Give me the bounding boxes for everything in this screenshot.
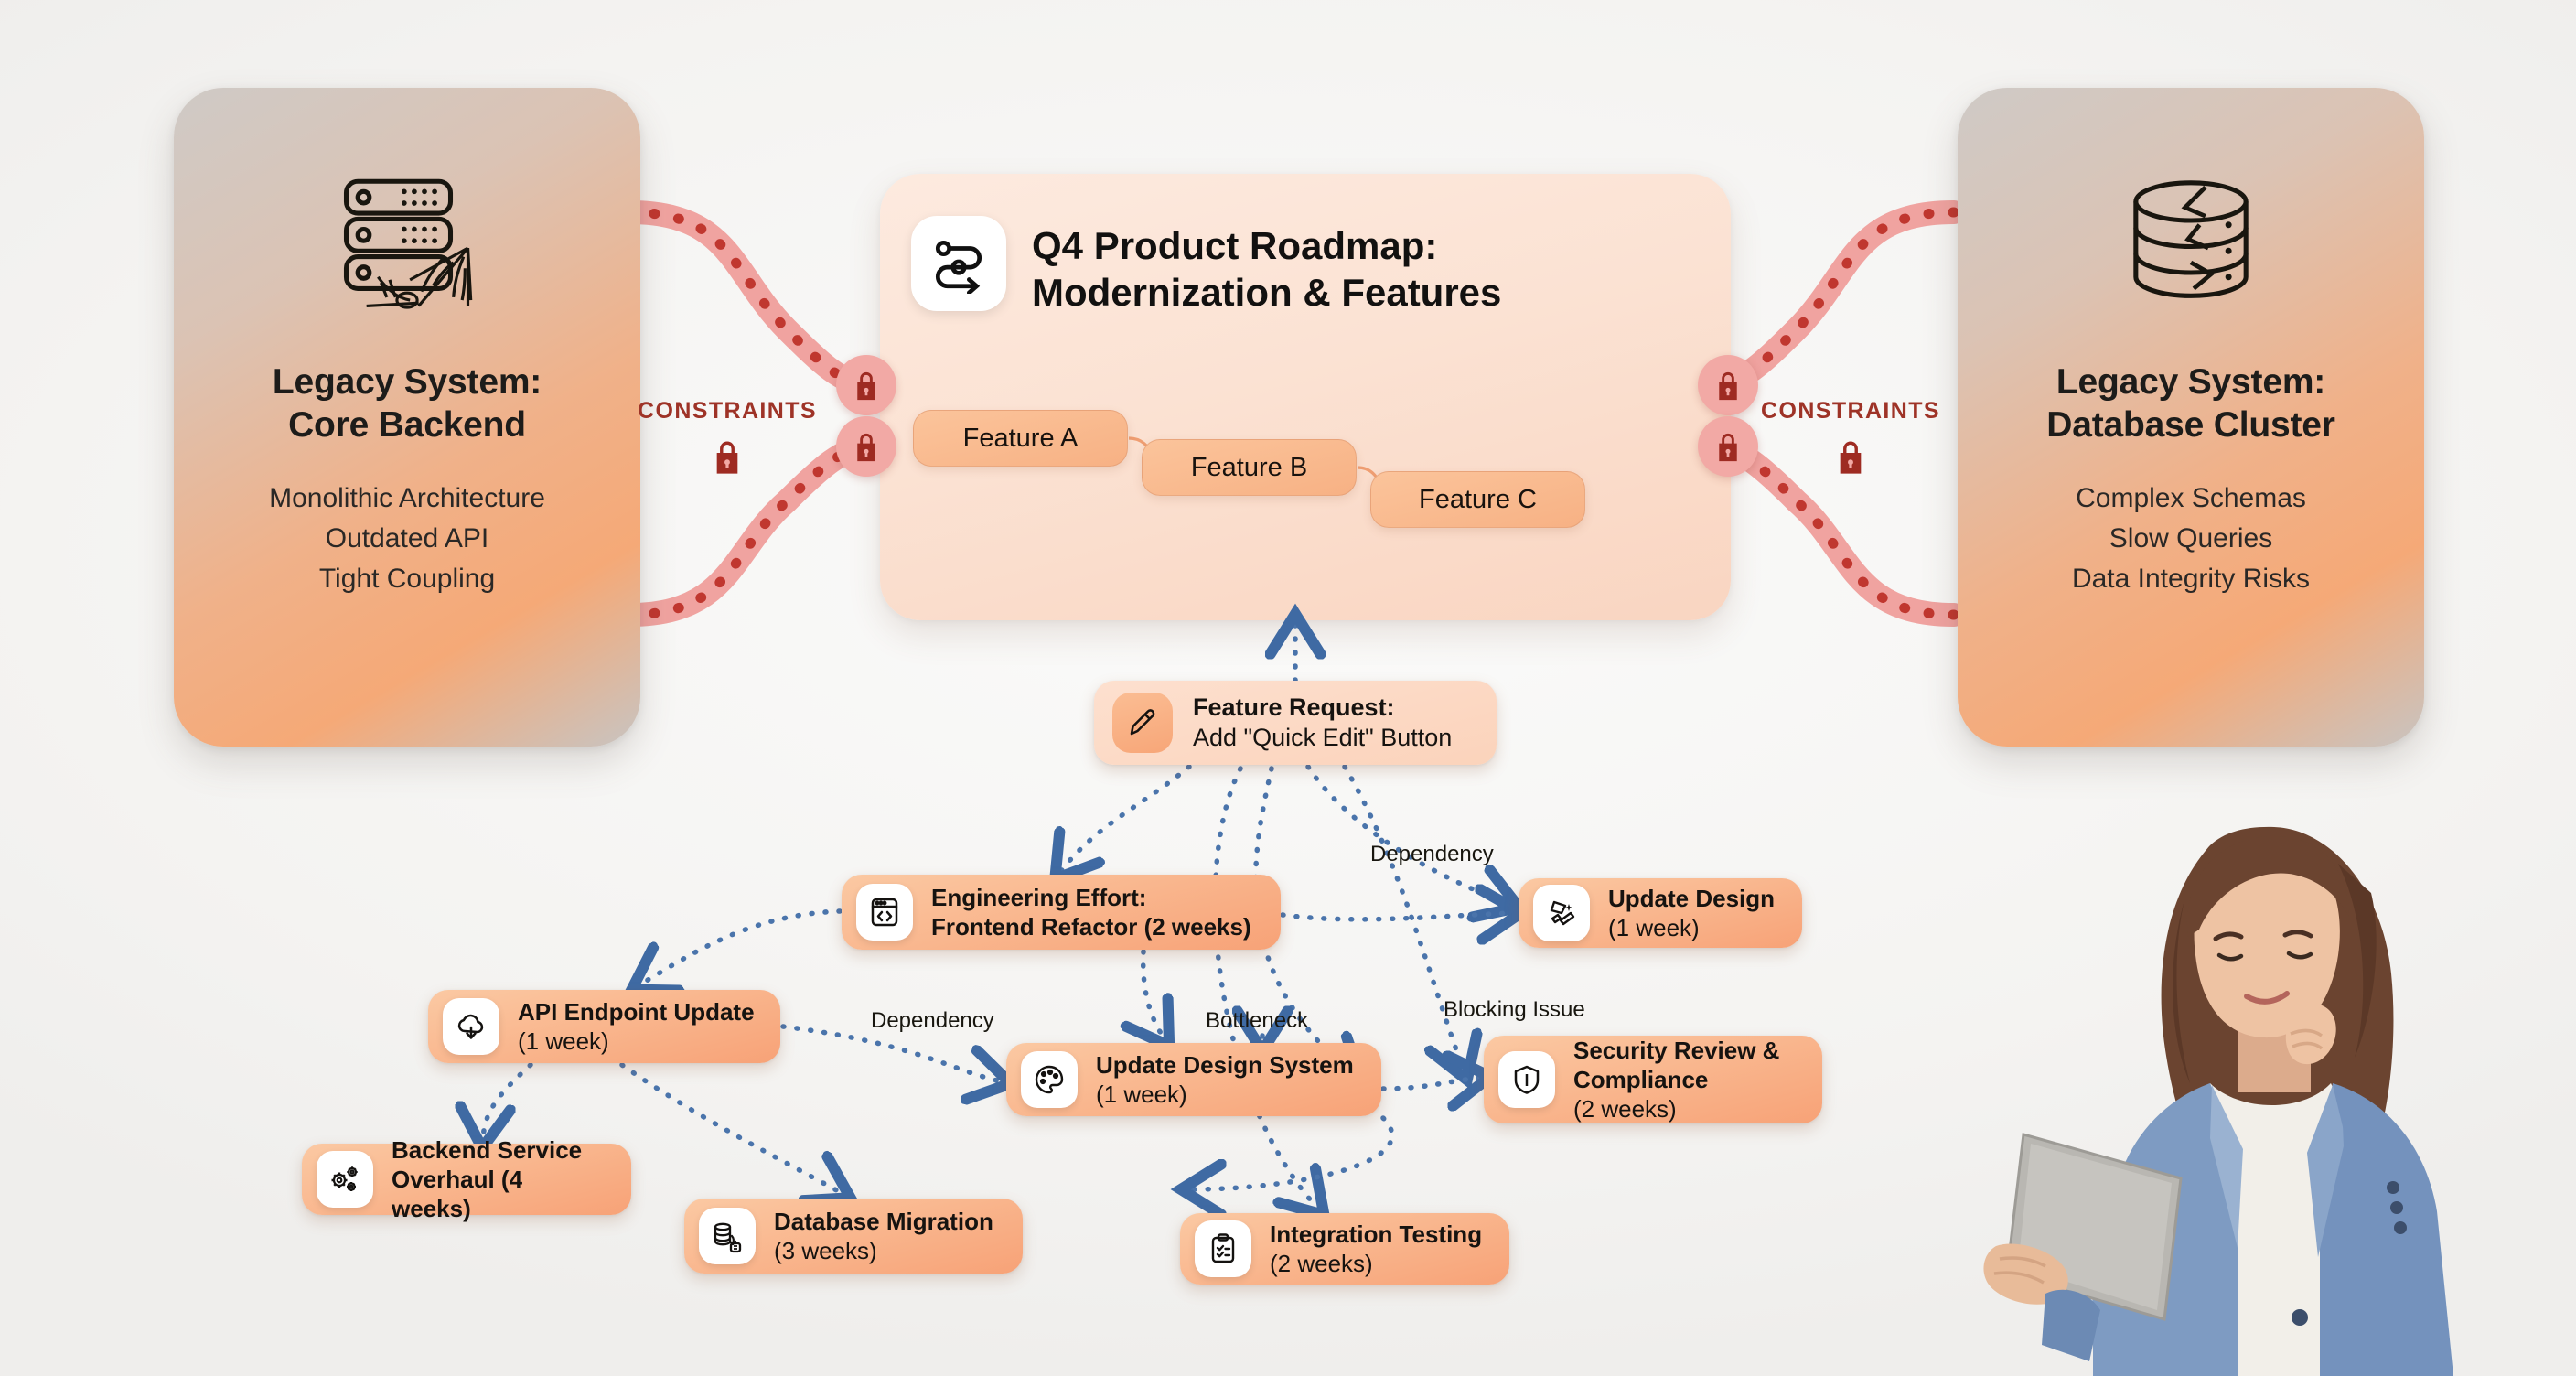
page-title: Q4 Product Roadmap: Modernization & Feat… [1032,216,1501,316]
task-node-api-endpoint-update[interactable]: API Endpoint Update (1 week) [428,990,780,1063]
task-label: Backend Service Overhaul (4 weeks) [392,1135,607,1224]
lock-icon [836,355,896,415]
database-cluster-cracked-icon [2104,167,2278,327]
legacy-right-bullet-1: Slow Queries [2109,522,2273,554]
integration-testing-line2: (2 weeks) [1270,1250,1373,1277]
legacy-system-database-cluster-card[interactable]: Legacy System: Database Cluster Complex … [1958,88,2424,747]
security-review-line2: Compliance [1573,1065,1709,1093]
task-node-feature-request[interactable]: Feature Request: Add "Quick Edit" Button [1094,681,1497,765]
constraints-label-left: CONSTRAINTS [638,398,817,424]
database-migration-line1: Database Migration [774,1207,993,1235]
legacy-right-bullet-0: Complex Schemas [2076,482,2306,513]
task-node-update-design-system[interactable]: Update Design System (1 week) [1006,1043,1381,1116]
security-review-line3: (2 weeks) [1573,1095,1677,1123]
legacy-right-bullets: Complex Schemas Slow Queries Data Integr… [2072,478,2310,600]
feature-pill-c[interactable]: Feature C [1370,471,1585,528]
legacy-left-title: Legacy System: Core Backend [273,361,542,447]
feature-pill-b[interactable]: Feature B [1142,439,1357,496]
legacy-left-bullets: Monolithic Architecture Outdated API Tig… [269,478,545,600]
backend-service-line2: Overhaul (4 weeks) [392,1165,523,1223]
lock-icon [1835,437,1866,476]
legacy-system-core-backend-card[interactable]: Legacy System: Core Backend Monolithic A… [174,88,640,747]
legacy-right-title: Legacy System: Database Cluster [2046,361,2335,447]
feature-pill-a[interactable]: Feature A [913,410,1128,467]
task-node-backend-service-overhaul[interactable]: Backend Service Overhaul (4 weeks) [302,1136,631,1222]
task-node-security-review[interactable]: Security Review & Compliance (2 weeks) [1484,1036,1822,1123]
design-tools-icon [1533,885,1590,941]
task-label: Integration Testing (2 weeks) [1270,1220,1482,1278]
task-label: Feature Request: Add "Quick Edit" Button [1193,693,1452,754]
gears-icon [317,1151,373,1208]
task-node-integration-testing[interactable]: Integration Testing (2 weeks) [1180,1213,1509,1285]
legacy-left-title-line1: Legacy System: [272,362,542,402]
engineering-effort-line2: Frontend Refactor (2 weeks) [931,913,1251,941]
lock-icon [1698,355,1758,415]
legacy-left-bullet-1: Outdated API [325,522,489,554]
edge-label-blocking-issue: Blocking Issue [1444,997,1585,1022]
code-window-icon [856,884,913,941]
security-review-line1: Security Review & [1573,1036,1780,1064]
roadmap-title-line2: Modernization & Features [1032,271,1502,315]
task-label: Update Design System (1 week) [1096,1050,1354,1109]
legacy-left-title-line2: Core Backend [288,404,526,445]
database-migrate-icon [699,1208,756,1264]
update-design-system-line2: (1 week) [1096,1080,1187,1108]
task-node-update-design[interactable]: Update Design (1 week) [1519,878,1802,948]
legacy-left-bullet-2: Tight Coupling [318,564,496,595]
server-stack-cobweb-icon [320,167,494,327]
integration-testing-line1: Integration Testing [1270,1220,1483,1248]
cloud-download-icon [443,998,499,1055]
task-node-engineering-effort[interactable]: Engineering Effort: Frontend Refactor (2… [842,875,1281,950]
update-design-line2: (1 week) [1608,914,1700,941]
clipboard-check-icon [1195,1220,1251,1277]
legacy-right-title-line1: Legacy System: [2055,362,2326,402]
task-label: Security Review & Compliance (2 weeks) [1573,1036,1779,1124]
legacy-left-bullet-0: Monolithic Architecture [269,482,545,513]
legacy-right-title-line2: Database Cluster [2046,404,2335,445]
legacy-right-bullet-2: Data Integrity Risks [2071,564,2311,595]
task-node-database-migration[interactable]: Database Migration (3 weeks) [684,1199,1023,1274]
edge-label-dependency-1: Dependency [1370,842,1494,866]
edge-label-bottleneck: Bottleneck [1206,1008,1309,1033]
update-design-system-line1: Update Design System [1096,1050,1354,1079]
backend-service-line1: Backend Service [392,1135,583,1164]
task-label: Update Design (1 week) [1608,884,1775,942]
api-endpoint-line2: (1 week) [518,1027,609,1055]
roadmap-title-line1: Q4 Product Roadmap: [1032,224,1438,267]
roadmap-path-icon [911,216,1006,311]
lock-icon [1698,416,1758,477]
lock-icon [836,416,896,477]
q4-product-roadmap-card[interactable]: Q4 Product Roadmap: Modernization & Feat… [880,174,1731,620]
feature-request-line2: Add "Quick Edit" Button [1193,724,1453,751]
businesswoman-with-tablet-photo [1936,809,2576,1376]
feature-request-line1: Feature Request: [1193,693,1395,721]
roadmap-header: Q4 Product Roadmap: Modernization & Feat… [911,216,1501,316]
engineering-effort-line1: Engineering Effort: [931,883,1147,911]
constraints-label-right: CONSTRAINTS [1761,398,1940,424]
task-label: Database Migration (3 weeks) [774,1207,993,1265]
api-endpoint-line1: API Endpoint Update [518,997,755,1026]
shield-icon [1498,1051,1555,1108]
palette-icon [1021,1051,1078,1108]
task-label: Engineering Effort: Frontend Refactor (2… [931,883,1251,941]
database-migration-line2: (3 weeks) [774,1237,877,1264]
lock-icon [712,437,743,476]
task-label: API Endpoint Update (1 week) [518,997,755,1056]
pencil-icon [1112,693,1173,753]
update-design-line1: Update Design [1608,884,1776,912]
edge-label-dependency-2: Dependency [871,1008,994,1033]
